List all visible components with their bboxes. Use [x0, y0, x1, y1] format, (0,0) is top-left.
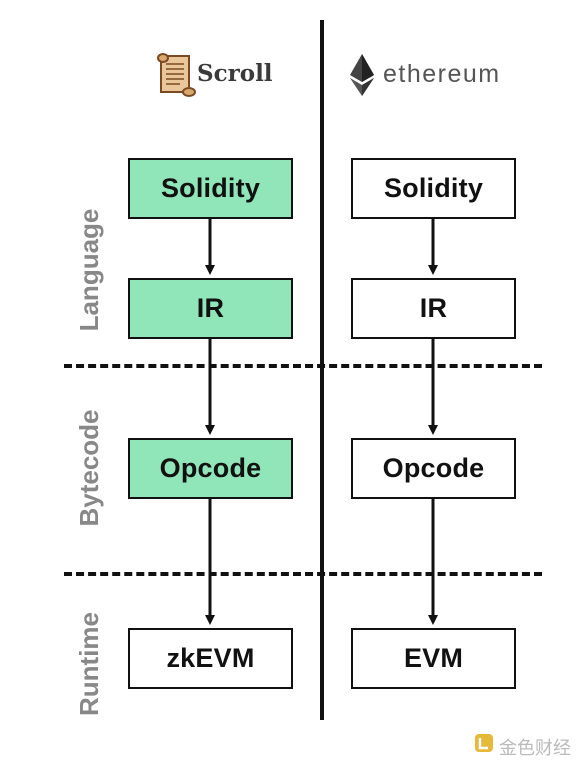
scroll-ir-box: IR — [128, 278, 293, 339]
watermark-text: 金色财经 — [499, 738, 571, 758]
scroll-opcode-box: Opcode — [128, 438, 293, 499]
eth-ir-box: IR — [351, 278, 516, 339]
layer-separator-top — [64, 364, 542, 368]
scroll-zkevm-box: zkEVM — [128, 628, 293, 689]
scroll-parchment-icon — [157, 53, 196, 97]
ethereum-diamond-icon — [350, 54, 374, 96]
eth-opcode-box: Opcode — [351, 438, 516, 499]
scroll-solidity-box: Solidity — [128, 158, 293, 219]
center-divider — [320, 20, 324, 720]
eth-evm-box: EVM — [351, 628, 516, 689]
layer-separator-bottom — [64, 572, 542, 576]
ethereum-brand-text: ethereum — [383, 60, 501, 88]
eth-solidity-box: Solidity — [351, 158, 516, 219]
scroll-brand-text: Scroll — [197, 60, 273, 87]
watermark-logo-icon — [475, 734, 493, 752]
